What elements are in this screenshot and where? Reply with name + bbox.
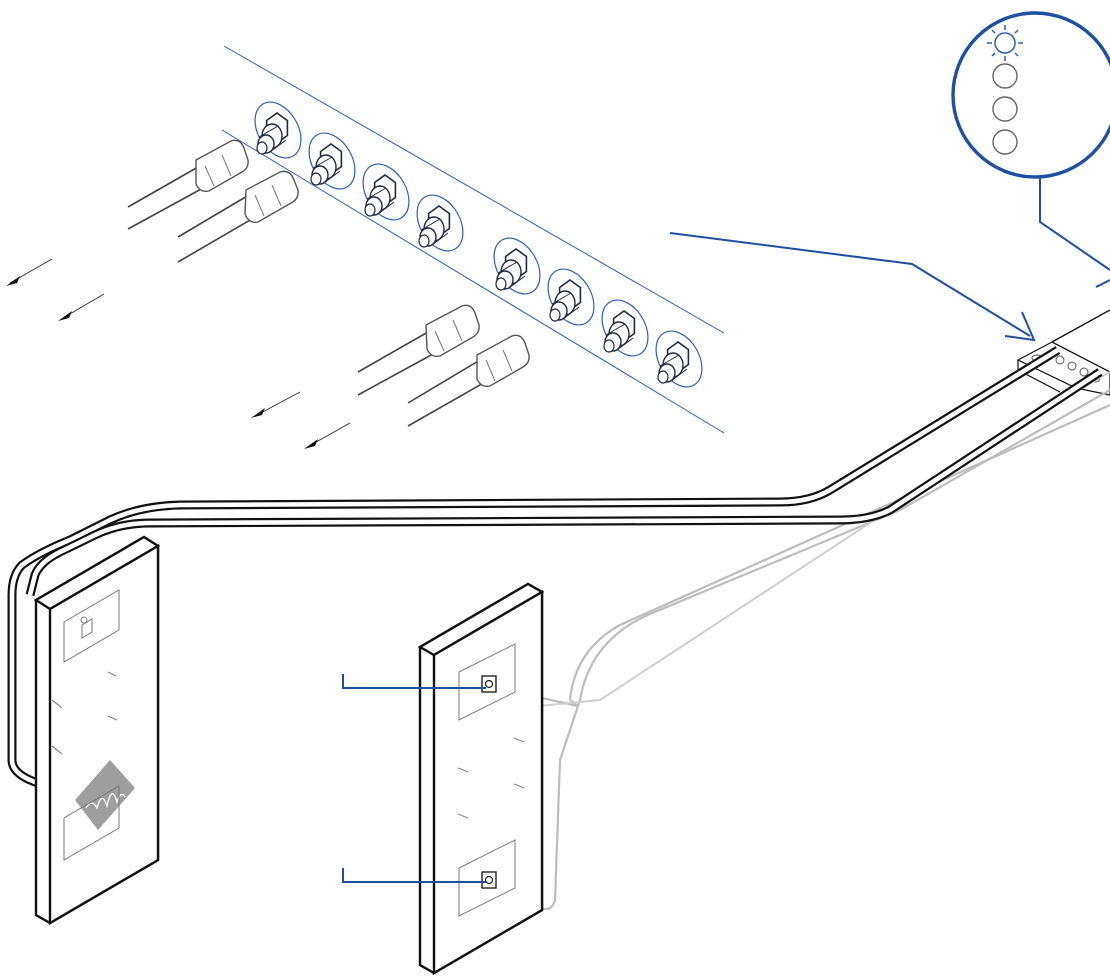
indicator-magnifier bbox=[953, 13, 1110, 287]
connector-row bbox=[246, 94, 712, 395]
coaxial-connector-icon bbox=[246, 94, 311, 166]
wall-unit-left bbox=[36, 537, 158, 923]
coax-plug-icon bbox=[408, 335, 529, 426]
coax-plug-group-upper bbox=[128, 140, 298, 262]
coaxial-connector-icon bbox=[539, 261, 604, 333]
coax-plug-group-lower bbox=[358, 305, 529, 426]
signal-direction-arrows bbox=[6, 259, 350, 449]
black-cable bbox=[12, 350, 1100, 784]
arrow-icon bbox=[58, 294, 104, 321]
grey-cable-lower bbox=[505, 405, 1110, 706]
arrow-icon bbox=[251, 392, 300, 418]
coaxial-connector-icon bbox=[485, 230, 550, 302]
coaxial-connector-icon bbox=[647, 323, 712, 395]
arrow-icon bbox=[6, 259, 52, 286]
coaxial-connector-icon bbox=[593, 292, 658, 364]
grey-cable-upper bbox=[505, 390, 1110, 909]
coax-plug-icon bbox=[358, 305, 479, 395]
arrow-icon bbox=[304, 423, 350, 449]
pointer-arrow bbox=[670, 233, 1034, 340]
coaxial-connector-icon bbox=[300, 125, 365, 197]
wall-unit-center bbox=[420, 584, 542, 973]
connector-panel bbox=[222, 46, 724, 433]
distribution-device bbox=[1018, 310, 1110, 395]
coaxial-connector-icon bbox=[354, 156, 419, 228]
coax-plug-icon bbox=[128, 140, 248, 229]
